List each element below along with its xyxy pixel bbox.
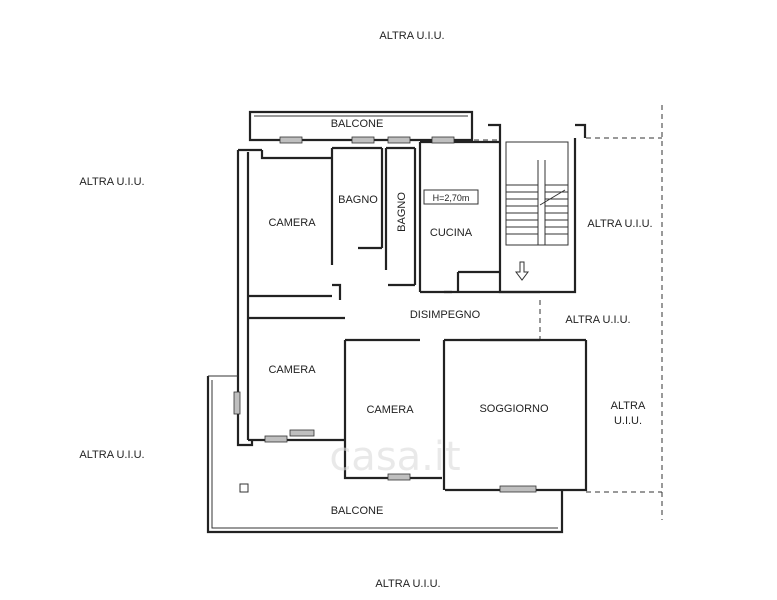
neighbor-label-top: ALTRA U.I.U.	[379, 30, 444, 42]
down-arrow-icon	[515, 261, 529, 281]
balcony-top	[248, 110, 474, 142]
balcony-bottom	[206, 375, 564, 534]
neighbor-label-left-lower: ALTRA U.I.U.	[79, 449, 144, 461]
room-label-cucina: CUCINA	[430, 227, 473, 239]
watermark-logo: casa.it	[329, 434, 460, 480]
neighbor-label-right-lower-1: ALTRA	[611, 400, 646, 412]
room-label-soggiorno: SOGGIORNO	[479, 403, 549, 415]
neighbor-label-right-stair: ALTRA U.I.U.	[587, 218, 652, 230]
room-label-bagno-2: BAGNO	[396, 192, 408, 232]
room-label-camera-left: CAMERA	[268, 364, 316, 376]
window-markers	[233, 136, 537, 493]
neighbor-label-right-lower-2: U.I.U.	[614, 415, 642, 427]
stair-direction-line	[539, 189, 566, 206]
room-label-balcone-bottom: BALCONE	[331, 505, 384, 517]
balcony-drain-icon	[239, 483, 249, 493]
neighbor-label-right-mid: ALTRA U.I.U.	[565, 314, 630, 326]
stair-steps	[506, 184, 568, 235]
neighbor-label-left-upper: ALTRA U.I.U.	[79, 176, 144, 188]
neighbor-label-bottom: ALTRA U.I.U.	[375, 578, 440, 590]
room-label-disimpegno: DISIMPEGNO	[410, 309, 481, 321]
room-label-balcone-top: BALCONE	[331, 118, 384, 130]
room-label-camera-top: CAMERA	[268, 217, 316, 229]
room-label-bagno-1: BAGNO	[338, 194, 378, 206]
interior-walls	[248, 142, 540, 342]
height-note: H=2,70m	[433, 193, 470, 203]
height-note-box: H=2,70m	[423, 189, 479, 205]
stairwell	[488, 123, 587, 294]
room-label-camera-mid: CAMERA	[366, 404, 414, 416]
